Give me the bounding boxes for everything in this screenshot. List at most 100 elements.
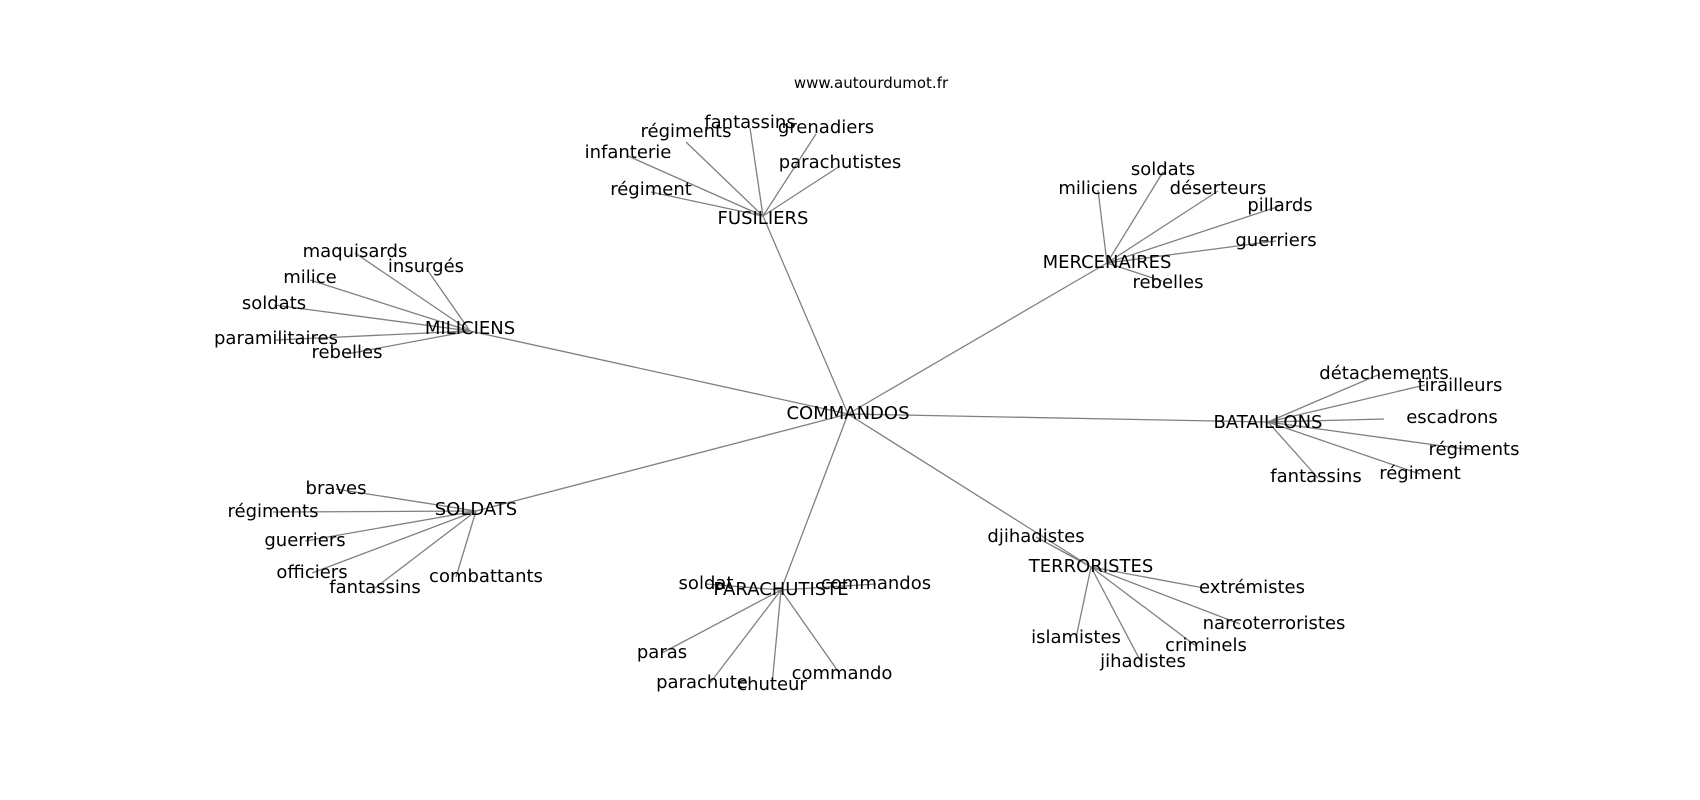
leaf-node: combattants [429,566,543,587]
edge-hub-leaf [650,191,764,217]
hub-node: FUSILIERS [718,208,809,229]
edge-hub-leaf [425,267,471,332]
edge-hub-leaf [1106,262,1163,282]
edge-center-hub [469,330,849,415]
leaf-node: détachements [1319,363,1448,384]
leaf-node: soldats [1131,159,1195,180]
leaf-node: paramilitaires [214,328,338,349]
leaf-node: chuteur [737,674,807,695]
leaf-node: rebelles [1132,272,1203,293]
leaf-node: officiers [276,562,347,583]
edge-center-hub [847,413,1269,423]
leaf-node: criminels [1165,635,1247,656]
edge-hub-leaf [661,589,782,654]
edge-hub-leaf [780,583,877,591]
edge-center-hub [475,413,849,512]
edge-hub-leaf [309,279,471,332]
edge-hub-leaf [1106,240,1277,264]
edge-hub-leaf [1267,418,1385,423]
hub-node: PARACHUTISTE [713,579,848,600]
edge-hub-leaf [275,330,471,341]
leaf-node: islamistes [1031,627,1121,648]
leaf-node: parachute [656,672,748,693]
leaf-node: extrémistes [1199,577,1305,598]
edge-hub-leaf [705,583,782,591]
edge-hub-leaf [1267,421,1473,451]
edge-center-hub [762,215,849,415]
edge-hub-leaf [374,510,477,589]
leaf-node: régiments [228,501,319,522]
leaf-node: guerriers [264,530,345,551]
edge-center-hub [847,413,1092,568]
edge-hub-leaf [627,155,764,217]
edge-hub-leaf [1090,566,1205,589]
edge-hub-leaf [1106,171,1164,264]
leaf-node: régiment [1379,463,1461,484]
leaf-node: soldat [679,573,734,594]
edge-hub-leaf [346,330,471,355]
edge-hub-leaf [780,589,841,675]
leaf-node: braves [306,478,367,499]
edge-hub-leaf [455,510,477,578]
leaf-node: tirailleurs [1418,375,1503,396]
edge-hub-leaf [335,488,477,512]
leaf-node: fantassins [329,577,420,598]
leaf-node: pillards [1247,195,1312,216]
edge-hub-leaf [1267,421,1421,475]
edge-hub-leaf [762,133,817,217]
leaf-node: jihadistes [1099,651,1186,672]
edge-hub-leaf [273,304,471,332]
hub-node: SOLDATS [435,499,518,520]
leaf-node: rebelles [311,342,382,363]
hub-node: BATAILLONS [1214,412,1323,433]
leaf-node: infanterie [585,142,672,163]
edge-hub-leaf [762,165,841,217]
edge-hub-leaf [1090,566,1142,663]
leaf-node: miliciens [1058,178,1137,199]
edge-hub-leaf [771,589,782,686]
leaf-node: insurgés [388,256,464,277]
edge-center-hub [780,413,849,591]
hub-node: TERRORISTES [1028,556,1154,577]
leaf-node: fantassins [704,112,795,133]
edge-hub-leaf [354,252,471,332]
graph-edges [272,127,1473,686]
edge-hub-leaf [1035,536,1092,568]
edge-hub-leaf [685,141,764,217]
leaf-node: maquisards [303,241,408,262]
edge-hub-leaf [272,510,477,513]
leaf-node: djihadistes [987,526,1084,547]
leaf-node: régiment [610,179,692,200]
hub-node: MERCENAIRES [1043,252,1172,273]
leaf-node: régiments [641,121,732,142]
leaf-node: fantassins [1270,466,1361,487]
edge-center-hub [847,262,1108,415]
leaf-node: narcoterroristes [1203,613,1346,634]
edge-hub-leaf [1075,566,1092,639]
leaf-node: escadrons [1406,407,1498,428]
leaf-node: parachutistes [779,152,902,173]
leaf-node: commandos [821,573,931,594]
leaf-node: grenadiers [778,117,874,138]
leaf-node: soldats [242,293,306,314]
edge-hub-leaf [1106,205,1281,264]
edge-hub-leaf [709,589,782,684]
edge-hub-leaf [1106,190,1219,264]
edge-hub-leaf [311,510,477,574]
leaf-node: paras [637,642,687,663]
leaf-node: guerriers [1235,230,1316,251]
edge-hub-leaf [1267,421,1319,479]
center-node: COMMANDOS [786,403,909,424]
leaf-node: déserteurs [1170,178,1267,199]
leaf-node: commando [792,663,893,684]
edge-hub-leaf [1267,384,1426,423]
leaf-node: régiments [1429,439,1520,460]
edge-hub-leaf [1090,566,1241,625]
source-label: www.autourdumot.fr [794,74,949,92]
hub-node: MILICIENS [425,318,515,339]
edge-hub-leaf [749,127,764,217]
edge-hub-leaf [304,510,477,542]
edge-hub-leaf [1090,566,1197,647]
edge-hub-leaf [1267,373,1381,423]
